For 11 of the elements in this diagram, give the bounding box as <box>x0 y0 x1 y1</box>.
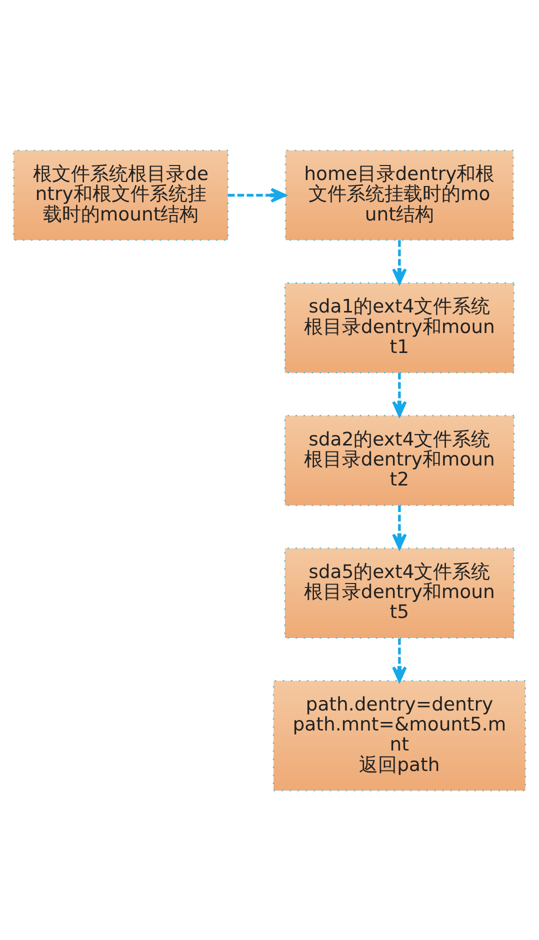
arrow <box>392 372 407 416</box>
arrow <box>228 187 286 202</box>
arrow <box>392 240 407 284</box>
node-box: path.dentry=dentry path.mnt=&mount5.mnt 返回path <box>272 680 526 791</box>
node-box: home目录dentry和根文件系统挂载时的mount结构 <box>284 149 514 240</box>
arrow <box>392 638 407 682</box>
node-box: sda2的ext4文件系统根目录dentry和mount2 <box>284 414 515 506</box>
node-box: sda1的ext4文件系统根目录dentry和mount1 <box>284 282 515 373</box>
node-box: sda5的ext4文件系统根目录dentry和mount5 <box>284 547 515 638</box>
node-box: 根文件系统根目录dentry和根文件系统挂载时的mount结构 <box>12 149 229 240</box>
arrow <box>392 504 407 549</box>
